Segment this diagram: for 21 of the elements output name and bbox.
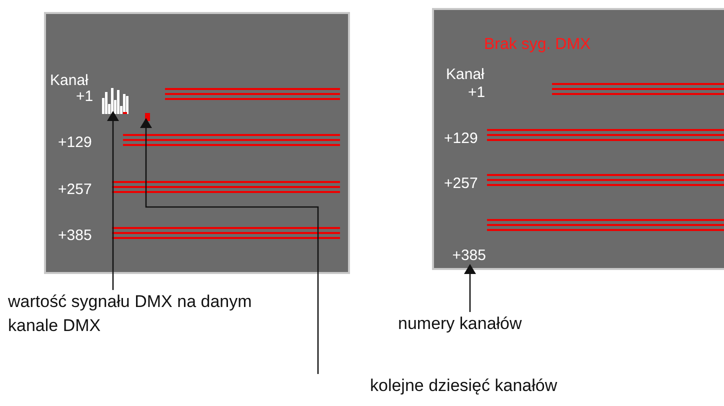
leader-line bbox=[107, 111, 119, 290]
channel-number: +385 bbox=[58, 227, 92, 244]
channel-number: +257 bbox=[58, 181, 92, 198]
channel-caption: Kanał bbox=[446, 66, 484, 83]
channel-number: +1 bbox=[468, 84, 486, 101]
channel-number: +1 bbox=[76, 88, 94, 105]
display-screen bbox=[432, 8, 724, 270]
leader-line bbox=[464, 264, 476, 312]
annotation-text: wartość sygnału DMX na danym kanale DMX bbox=[8, 290, 258, 342]
display-screen bbox=[44, 12, 350, 274]
channel-number: +257 bbox=[444, 175, 478, 192]
status-message: Brak syg. DMX bbox=[484, 36, 591, 54]
channel-number: +129 bbox=[444, 130, 478, 147]
channel-marker bbox=[145, 113, 150, 121]
level-bar-graph bbox=[102, 88, 130, 114]
leader-line bbox=[140, 118, 319, 374]
channel-number: +385 bbox=[442, 247, 486, 267]
channel-caption: Kanał bbox=[50, 72, 88, 89]
annotation-text: numery kanałów bbox=[398, 312, 548, 338]
annotation-text: kolejne dziesięć kanałów bbox=[370, 374, 670, 400]
channel-number: +129 bbox=[58, 134, 92, 151]
